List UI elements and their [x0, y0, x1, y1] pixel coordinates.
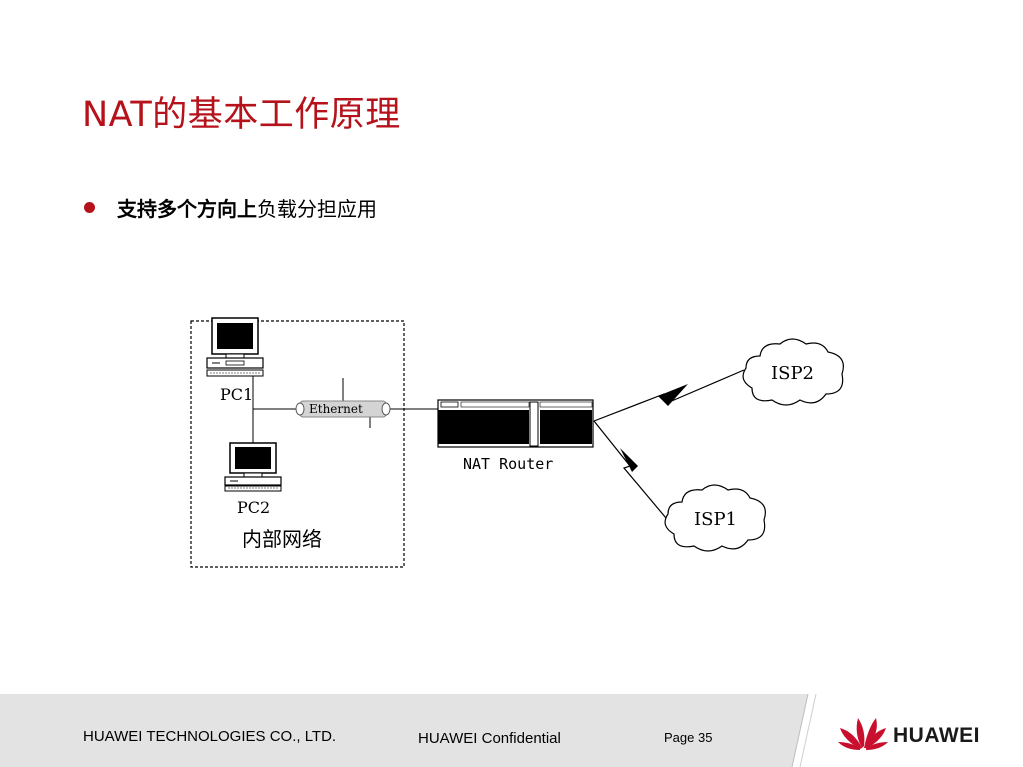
- internal-network-label: 内部网络: [242, 527, 322, 551]
- huawei-logo-icon: [838, 718, 888, 750]
- isp1-cloud-icon: [664, 484, 766, 552]
- pc2-computer-icon: [224, 442, 282, 492]
- ethernet-label: Ethernet: [309, 402, 363, 416]
- bullet-normal-text: 负载分担应用: [257, 197, 377, 221]
- isp2-label: ISP2: [771, 363, 814, 384]
- isp1-wan-link: [593, 420, 667, 519]
- huawei-logo-text: HUAWEI: [893, 724, 980, 747]
- isp1-label: ISP1: [694, 509, 737, 530]
- footer-logo-panel: [791, 694, 1023, 767]
- pc1-label: PC1: [220, 385, 253, 404]
- footer-page-number: Page 35: [664, 730, 713, 745]
- bullet-dot-icon: [84, 202, 95, 213]
- pc1-computer-icon: [206, 317, 264, 377]
- nat-network-diagram: PC1 PC2 Ethernet 内部网络 NAT Router: [190, 317, 844, 568]
- isp2-cloud-icon: [742, 338, 844, 406]
- slide-title: NAT的基本工作原理: [82, 95, 401, 135]
- nat-router-icon: [437, 399, 594, 448]
- footer-company: HUAWEI TECHNOLOGIES CO., LTD.: [83, 728, 337, 745]
- bullet-text: 支持多个方向上负载分担应用: [117, 193, 377, 222]
- footer-confidential: HUAWEI Confidential: [418, 730, 561, 747]
- footer: HUAWEI TECHNOLOGIES CO., LTD. HUAWEI Con…: [0, 694, 1023, 767]
- pc2-label: PC2: [237, 498, 270, 517]
- nat-router-label: NAT Router: [463, 455, 553, 473]
- isp2-lightning-icon: [658, 384, 688, 406]
- bullet-item: 支持多个方向上负载分担应用: [82, 193, 377, 222]
- bullet-bold-text: 支持多个方向上: [117, 197, 257, 221]
- ethernet-bus-icon: [295, 400, 391, 418]
- internal-network-boundary: [190, 320, 405, 568]
- isp1-lightning-icon: [620, 448, 638, 472]
